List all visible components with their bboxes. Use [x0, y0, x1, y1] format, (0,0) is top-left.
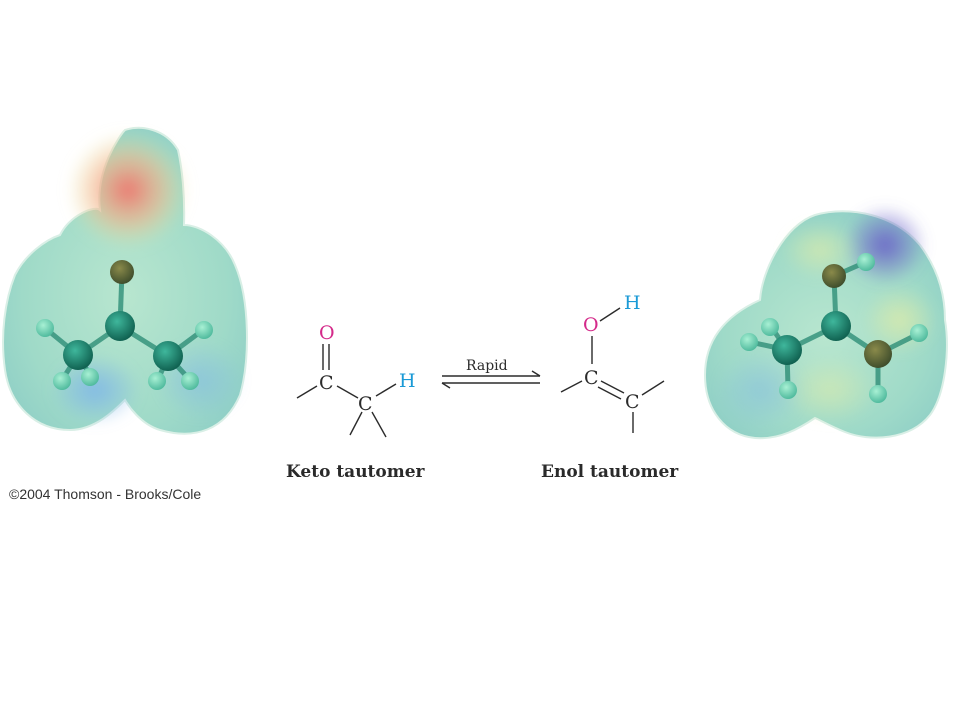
- enol-oxygen-label: O: [583, 314, 599, 336]
- keto-oxygen-atom: [110, 260, 134, 284]
- keto-tautomer-caption: Keto tautomer: [286, 462, 426, 482]
- equilibrium-arrows-icon: Rapid: [441, 358, 541, 389]
- keto-hydrogen-atom: [195, 321, 213, 339]
- enol-hydrogen-atom: [761, 318, 779, 336]
- keto-hydrogen-atom: [148, 372, 166, 390]
- enol-carbon1-label: C: [584, 367, 599, 389]
- keto-oxygen-label: O: [319, 322, 335, 344]
- enol-hydrogen-atom: [910, 324, 928, 342]
- enol-carbon2-label: C: [625, 391, 640, 413]
- keto-hydrogen-atom: [81, 368, 99, 386]
- enol-methyl-carbon: [772, 335, 802, 365]
- keto-structure: O C C H: [296, 322, 416, 438]
- keto-methyl-carbon-left: [63, 340, 93, 370]
- keto-carbonyl-carbon-label: C: [319, 372, 334, 394]
- keto-hydrogen-label: H: [399, 370, 416, 392]
- enol-hydrogen-atom: [869, 385, 887, 403]
- enol-hydrogen-label: H: [624, 292, 641, 314]
- enol-hydrogen-atom: [740, 333, 758, 351]
- keto-alpha-carbon-label: C: [358, 393, 373, 415]
- keto-potential-map: [2, 126, 248, 435]
- copyright-notice: ©2004 Thomson - Brooks/Cole: [9, 486, 201, 502]
- enol-structure: O H C C: [560, 292, 665, 433]
- enol-hydroxyl-hydrogen: [857, 253, 875, 271]
- enol-tautomer-caption: Enol tautomer: [541, 462, 679, 482]
- keto-hydrogen-atom: [36, 319, 54, 337]
- keto-carbonyl-carbon-atom: [105, 311, 135, 341]
- enol-carbon-atom: [821, 311, 851, 341]
- rapid-label: Rapid: [466, 358, 508, 374]
- enol-alkene-carbon: [864, 340, 892, 368]
- enol-oxygen-atom: [822, 264, 846, 288]
- enol-potential-map: [703, 205, 948, 440]
- enol-hydrogen-atom: [779, 381, 797, 399]
- keto-hydrogen-atom: [181, 372, 199, 390]
- keto-methyl-carbon-right: [153, 341, 183, 371]
- keto-hydrogen-atom: [53, 372, 71, 390]
